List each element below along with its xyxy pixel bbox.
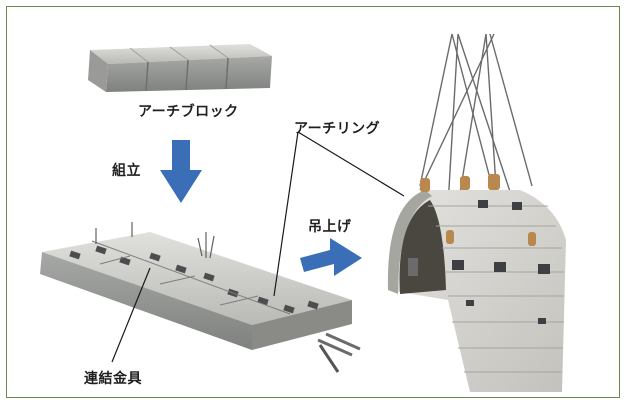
down-arrow-icon	[160, 140, 202, 203]
lifted-arch-image	[387, 33, 566, 392]
arch-ring-label: アーチリング	[294, 121, 381, 137]
lifting-label: 吊上げ	[308, 219, 352, 235]
flat-ring-image	[40, 222, 361, 373]
leader-lines	[111, 131, 405, 363]
assembly-label: 組立	[112, 163, 141, 179]
arch-block-image	[88, 44, 272, 92]
connector-label: 連結金具	[84, 371, 142, 387]
arch-block-label: アーチブロック	[138, 104, 239, 120]
right-arrow-icon	[300, 238, 362, 276]
